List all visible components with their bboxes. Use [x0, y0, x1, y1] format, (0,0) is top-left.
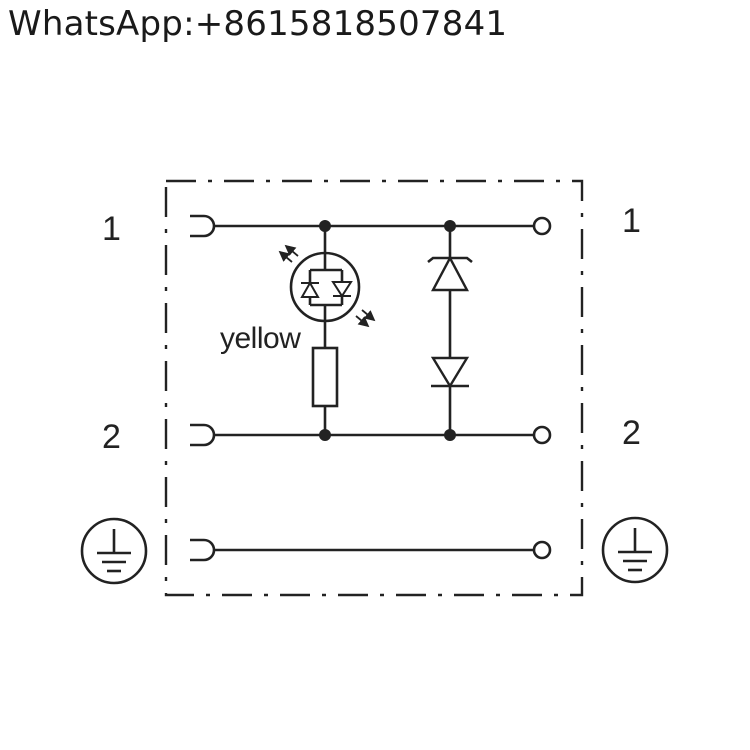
resistor-icon [311, 346, 339, 408]
whatsapp-contact: WhatsApp:+8615818507841 [8, 4, 508, 44]
ground-right-icon [601, 516, 669, 584]
pin-1-right-label: 1 [622, 202, 641, 240]
pin-1-left-label: 1 [102, 210, 121, 248]
ground-left-icon [80, 517, 148, 585]
pin-terminal-ground [532, 540, 552, 560]
pin-terminal-2 [532, 425, 552, 445]
socket-contact-ground [190, 538, 216, 562]
pin-2-left-label: 2 [102, 418, 121, 456]
housing-outline [164, 179, 584, 597]
suppressor-diode-icon [427, 255, 473, 389]
socket-contact-1 [190, 214, 216, 238]
light-emission-arrows-icon [278, 244, 376, 328]
led-color-label: yellow [220, 322, 301, 355]
bicolor-led-icon [289, 251, 361, 323]
pin-terminal-1 [532, 216, 552, 236]
socket-contact-2 [190, 423, 216, 447]
pin-2-right-label: 2 [622, 414, 641, 452]
